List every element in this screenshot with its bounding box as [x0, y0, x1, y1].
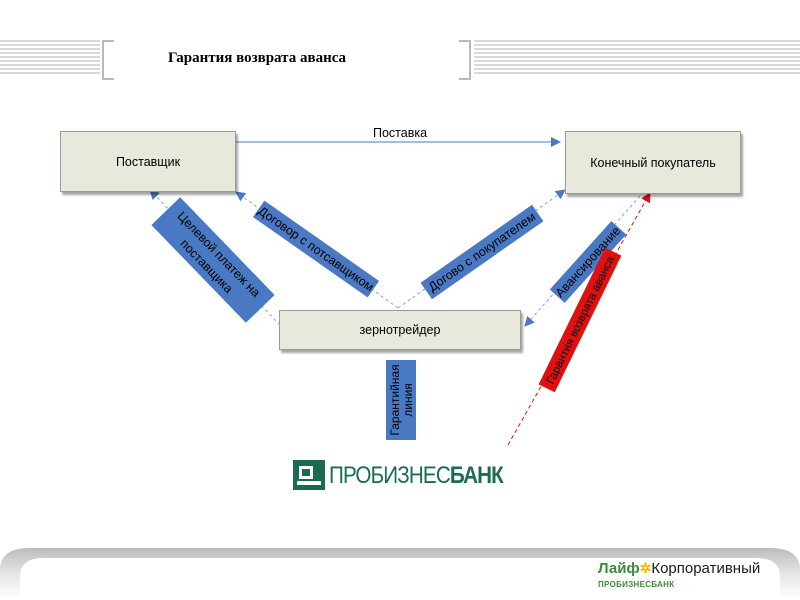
- bank-logo-prefix: ПРОБИЗНЕС: [329, 462, 451, 489]
- supplier-node-label: Поставщик: [115, 154, 181, 169]
- guarantee-line-line2: линия: [401, 383, 415, 417]
- header-stripes-right: [474, 40, 800, 76]
- header-bracket-left: [102, 40, 114, 80]
- buyer-node-label: Конечный покупатель: [590, 155, 716, 170]
- trader-node-label: зернотрейдер: [359, 323, 441, 337]
- footer-brand-part2: Корпоративный: [651, 560, 761, 577]
- buyer-contract-text: Догово с покупателем: [426, 210, 538, 295]
- buyer-node: Конечный покупатель: [565, 131, 741, 194]
- bank-logo-icon: [293, 460, 325, 490]
- footer-logo: Лайф✲Корпоративный ПРОБИЗНЕСБАНК: [598, 560, 788, 594]
- guarantee-line-line1: Гарантийная: [388, 364, 402, 435]
- buyer-contract-label: Догово с покупателем: [420, 204, 544, 300]
- guarantee-line-label: Гарантийная линия: [386, 360, 416, 440]
- trader-node: зернотрейдер: [279, 310, 521, 350]
- supplier-contract-label: Договор с потсавщиком: [252, 200, 380, 298]
- header-bracket-right: [459, 40, 471, 80]
- footer-band: [0, 548, 800, 600]
- guarantee-arrow: [507, 192, 651, 446]
- footer-sun-icon: ✲: [639, 560, 652, 576]
- page-title: Гарантия возврата аванса: [168, 50, 347, 66]
- bank-logo: ПРОБИЗНЕСБАНК: [293, 460, 505, 490]
- supplier-contract-text: Договор с потсавщиком: [256, 204, 377, 294]
- footer-bank-name: ПРОБИЗНЕСБАНК: [598, 580, 675, 589]
- bank-logo-suffix: БАНК: [449, 462, 504, 489]
- delivery-label: Поставка: [373, 126, 427, 140]
- footer-brand-part1: Лайф: [598, 560, 640, 577]
- header-stripes-left: [0, 40, 100, 76]
- supplier-node: Поставщик: [60, 131, 236, 192]
